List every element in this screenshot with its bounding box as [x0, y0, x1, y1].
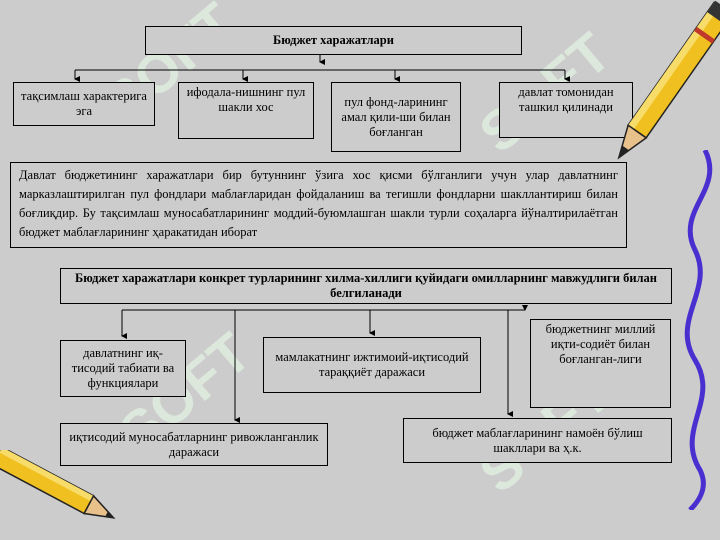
diagram-title: Бюджет харажатлари: [145, 26, 522, 55]
feature-state-organized: давлат томонидан ташкил қилинади: [499, 82, 633, 138]
definition-paragraph: Давлат бюджетининг харажатлари бир бутун…: [10, 162, 627, 248]
factor-social-level: мамлакатнинг ижтимоий-иқтисодий тараққиё…: [263, 337, 481, 393]
pencil-icon: [617, 0, 720, 160]
pencil-icon: [0, 450, 116, 519]
feature-money-form: ифодала-нишнинг пул шакли хос: [178, 82, 314, 139]
squiggle-decoration: [684, 150, 713, 510]
factor-national-features: бюджетнинг миллий иқти-содиёт билан боғл…: [530, 319, 671, 408]
factors-heading: Бюджет харажатлари конкрет турларининг х…: [60, 268, 672, 304]
factor-state-nature: давлатнинг иқ-тисодий табиати ва функция…: [60, 340, 186, 397]
feature-money-funds: пул фонд-ларининг амал қили-ши билан боғ…: [331, 82, 461, 152]
factor-economic-relations: иқтисодий муносабатларнинг ривожланганли…: [60, 423, 328, 466]
factor-budget-forms: бюджет маблағларининг намоён бўлиш шаклл…: [403, 418, 672, 463]
feature-distributive: тақсимлаш характерига эга: [13, 82, 155, 126]
